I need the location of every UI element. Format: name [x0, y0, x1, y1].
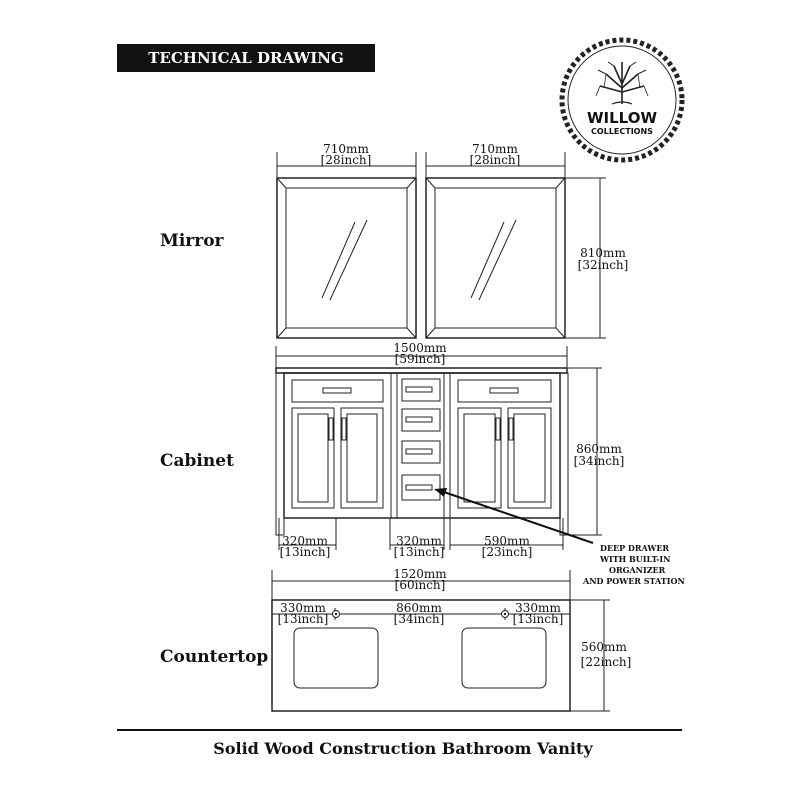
- cabinet-right-post: [559, 372, 569, 536]
- callout-arrow-head: [434, 488, 447, 497]
- countertop-inner-dimensions: [272, 608, 570, 620]
- countertop-width-mm: 1520mm: [393, 567, 447, 581]
- cabinet-dim-3-mm: 590mm: [484, 534, 530, 548]
- section-label-cabinet: Cabinet: [160, 451, 234, 471]
- cabinet-width-in: [59inch]: [395, 352, 446, 366]
- mirror-right: [425, 177, 566, 339]
- callout-arrow-line: [437, 489, 594, 544]
- mirror-right-width-dimension: [425, 152, 566, 178]
- countertop-width-in: [60inch]: [395, 578, 446, 592]
- section-label-mirror: Mirror: [160, 231, 225, 251]
- title-banner: TECHNICAL DRAWING: [117, 44, 375, 72]
- door-handle: [495, 417, 501, 441]
- cabinet-drawing: 1500mm [59inch]: [275, 341, 685, 586]
- sink-basin-left: [293, 627, 379, 689]
- countertop-width-dimension: [271, 570, 571, 600]
- cabinet-height-dimension: [568, 367, 602, 536]
- mirror-left-width-in: [28inch]: [321, 153, 372, 167]
- cabinet-height-in: [34inch]: [574, 454, 625, 468]
- mirror-height-mm: 810mm: [580, 246, 626, 260]
- cabinet-width-mm: 1500mm: [393, 341, 447, 355]
- countertop-drawing: 1520mm [60inch] 330mm [13inch] 860mm [34…: [271, 567, 632, 712]
- countertop-dim-2-in: [34inch]: [394, 612, 445, 626]
- callout-line-4: AND POWER STATION: [582, 576, 685, 586]
- drawer-handle: [489, 387, 519, 394]
- countertop-depth-in: [22inch]: [581, 655, 632, 669]
- tree-icon: [595, 61, 649, 105]
- cabinet-left-section: [291, 379, 384, 509]
- callout-line-3: ORGANIZER: [609, 565, 666, 575]
- mirror-drawing: 710mm [28inch] 710mm [28inch]: [276, 142, 629, 339]
- cabinet-width-dimension: [275, 346, 568, 368]
- cabinet-dim-2-mm: 320mm: [396, 534, 442, 548]
- page-title: TECHNICAL DRAWING: [148, 49, 344, 67]
- callout-line-1: DEEP DRAWER: [600, 543, 669, 553]
- cabinet-body: [283, 372, 561, 519]
- sink-basin-right: [461, 627, 547, 689]
- faucet-hole-right-icon: [501, 610, 509, 618]
- deep-drawer-callout: DEEP DRAWER WITH BUILT-IN ORGANIZER AND …: [434, 488, 685, 586]
- footer-caption: Solid Wood Construction Bathroom Vanity: [213, 739, 593, 758]
- cabinet-height-mm: 860mm: [576, 442, 622, 456]
- faucet-hole-left-icon: [332, 610, 340, 618]
- countertop-depth-dimension: [570, 599, 610, 712]
- mirror-height-dimension: [565, 177, 606, 339]
- callout-line-2: WITH BUILT-IN: [599, 554, 670, 564]
- countertop-dim-1-in: [13inch]: [278, 612, 329, 626]
- logo-subtitle: COLLECTIONS: [591, 127, 653, 136]
- cabinet-bottom-dimensions: [278, 518, 564, 550]
- cabinet-dim-1-in: [13inch]: [280, 545, 331, 559]
- mirror-left-width-mm: 710mm: [323, 142, 369, 156]
- mirror-left-width-dimension: [276, 152, 417, 178]
- title-banner-bg: [117, 44, 375, 72]
- cabinet-dim-3-in: [23inch]: [482, 545, 533, 559]
- cabinet-dim-1-mm: 320mm: [282, 534, 328, 548]
- countertop-dim-2-mm: 860mm: [396, 601, 442, 615]
- section-label-countertop: Countertop: [160, 647, 268, 667]
- mirror-right-width-mm: 710mm: [472, 142, 518, 156]
- logo-rope-ring: [559, 37, 685, 163]
- door-handle: [508, 417, 514, 441]
- mirror-height-in: [32inch]: [578, 258, 629, 272]
- logo-name: WILLOW: [587, 109, 657, 127]
- drawer-handle: [322, 387, 352, 394]
- door-handle: [328, 417, 334, 441]
- countertop-depth-mm: 560mm: [581, 640, 627, 654]
- mirror-right-width-in: [28inch]: [470, 153, 521, 167]
- door-handle: [341, 417, 347, 441]
- cabinet-center-drawers: [401, 378, 441, 501]
- countertop-dim-3-mm: 330mm: [515, 601, 561, 615]
- willow-logo: WILLOW COLLECTIONS: [559, 37, 685, 163]
- cabinet-left-post: [275, 372, 285, 536]
- countertop-dim-3-in: [13inch]: [513, 612, 564, 626]
- cabinet-dim-2-in: [13inch]: [394, 545, 445, 559]
- deep-drawer-handle: [405, 484, 433, 491]
- countertop-dim-1-mm: 330mm: [280, 601, 326, 615]
- countertop-outline: [271, 599, 571, 712]
- mirror-left: [276, 177, 417, 339]
- logo-inner-ring: [567, 45, 677, 155]
- cabinet-right-section: [457, 379, 552, 509]
